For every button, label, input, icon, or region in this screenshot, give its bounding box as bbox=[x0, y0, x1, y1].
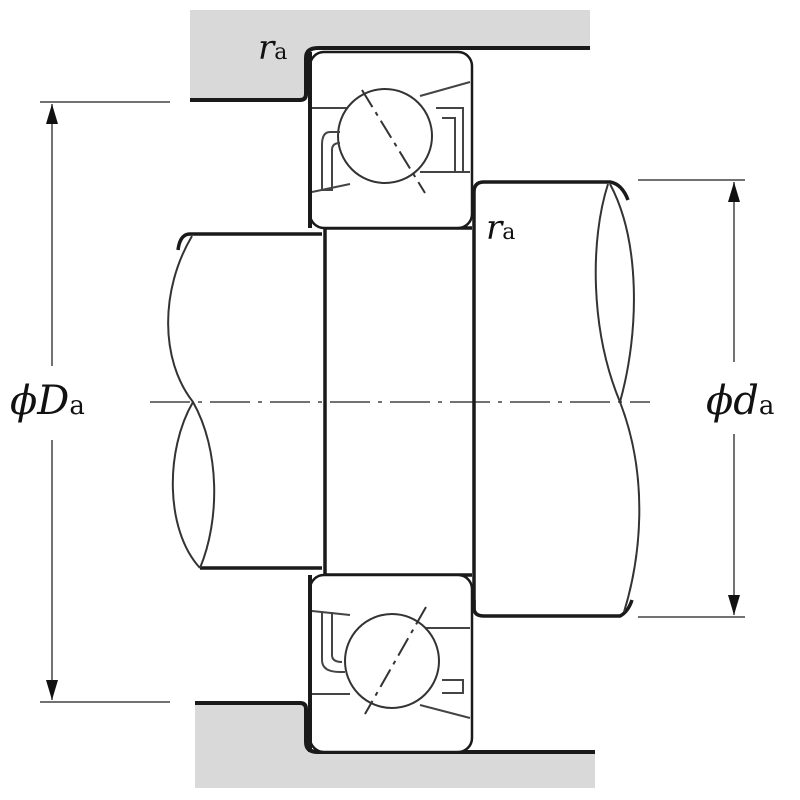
label-ra-housing: ra bbox=[258, 28, 287, 68]
label-Da-main: D bbox=[37, 378, 70, 424]
bearing-upper bbox=[308, 50, 474, 230]
label-ra-shaft-main: r bbox=[486, 208, 503, 248]
label-Da: ϕDa bbox=[10, 378, 85, 424]
label-da-sub: a bbox=[758, 391, 775, 421]
dimension-da bbox=[638, 179, 745, 618]
shaft-shoulder-right bbox=[472, 180, 641, 618]
dimension-Da bbox=[40, 101, 170, 703]
label-ra-shaft-sub: a bbox=[502, 220, 516, 245]
bearing-lower bbox=[308, 573, 474, 754]
label-da: ϕda bbox=[706, 378, 774, 424]
label-da-main: d bbox=[733, 378, 759, 424]
label-ra-housing-sub: a bbox=[274, 40, 288, 65]
phi-symbol: ϕ bbox=[10, 378, 38, 424]
housing-upper bbox=[190, 10, 590, 102]
label-ra-housing-main: r bbox=[258, 28, 275, 68]
phi-symbol: ϕ bbox=[706, 378, 734, 424]
label-ra-shaft: ra bbox=[486, 208, 515, 248]
label-Da-sub: a bbox=[69, 391, 85, 421]
housing-lower bbox=[195, 701, 595, 788]
